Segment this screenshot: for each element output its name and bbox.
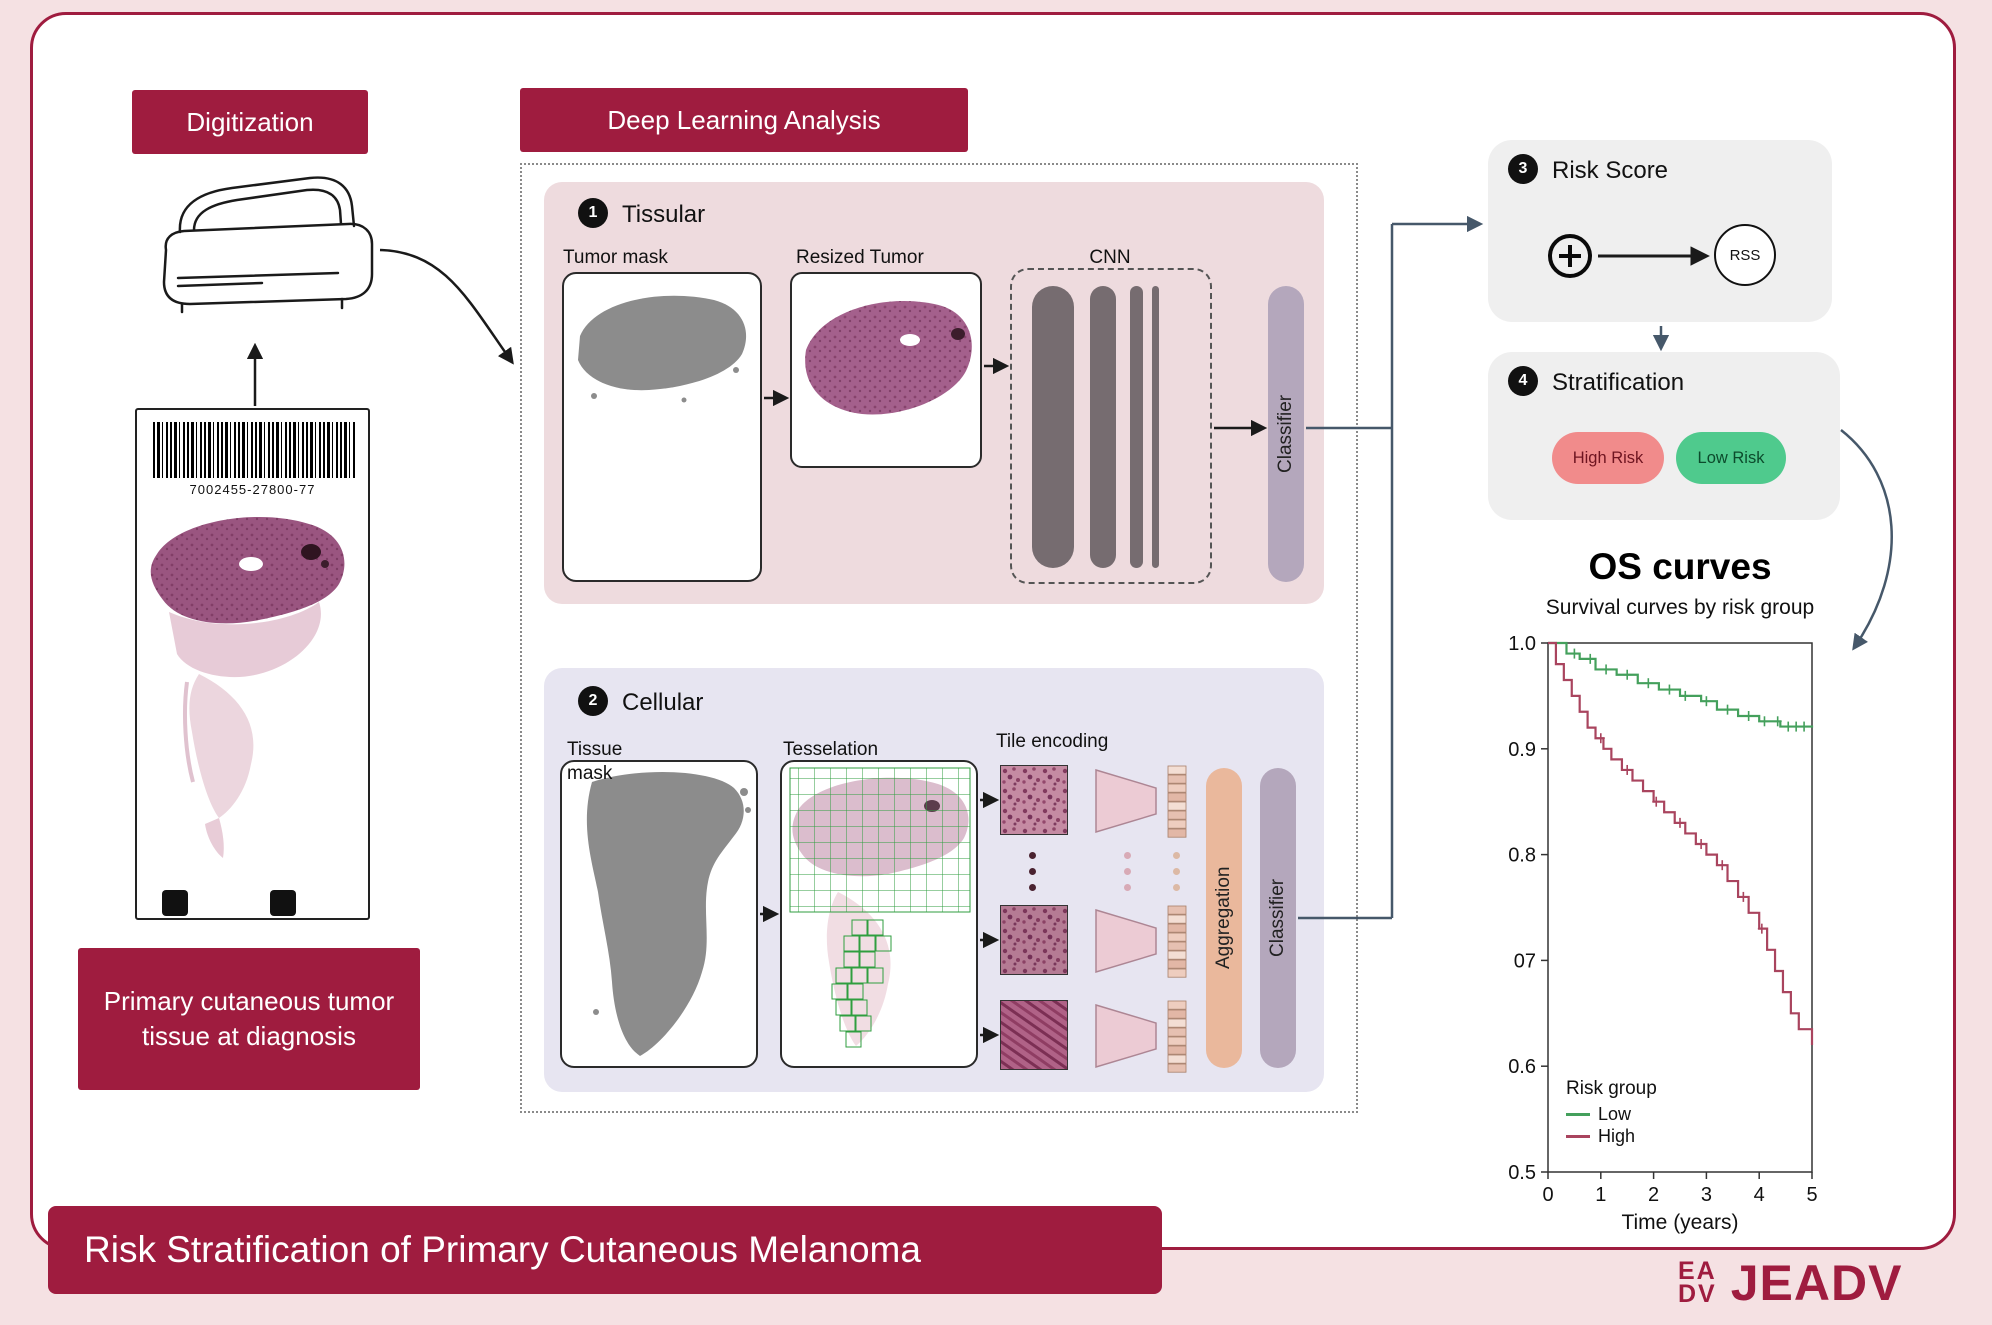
svg-text:3: 3 (1701, 1184, 1712, 1206)
risk-score-box (1488, 140, 1832, 322)
tile-image (1000, 905, 1068, 975)
svg-text:0.5: 0.5 (1508, 1162, 1536, 1184)
tesselation-label: Tesselation (783, 739, 879, 760)
cnn-box (1010, 268, 1212, 584)
tesselation-image (789, 767, 971, 1048)
tile-encoding-label: Tile encoding (996, 731, 1109, 752)
barcode (153, 422, 355, 478)
encoder-trapezoid-icon (1094, 768, 1160, 834)
eadv-monogram-bottom: DV (1678, 1280, 1717, 1308)
jeadv-logo: EA DV JEADV (1678, 1254, 1902, 1312)
digitization-title: Digitization (186, 106, 314, 137)
aggregation-bar: Aggregation (1206, 768, 1242, 1068)
svg-text:4: 4 (1754, 1184, 1765, 1206)
eadv-monogram: EA DV (1678, 1257, 1717, 1308)
step-4-badge: 4 (1508, 366, 1538, 396)
high-risk-label: High Risk (1572, 448, 1644, 467)
tumor-mask-box (562, 272, 762, 582)
legend-swatch-low (1566, 1112, 1590, 1116)
tissular-title: Tissular (622, 201, 706, 228)
ellipsis-dots-icon (1173, 852, 1180, 891)
high-risk-pill: High Risk (1552, 432, 1664, 484)
svg-text:2: 2 (1648, 1184, 1659, 1206)
cellular-classifier-bar: Classifier (1260, 768, 1296, 1068)
tissular-classifier-label: Classifier (1275, 394, 1296, 474)
cellular-classifier-label: Classifier (1267, 878, 1288, 958)
svg-text:1.0: 1.0 (1508, 633, 1536, 655)
tissue-mask-blob (586, 771, 751, 1056)
step-1-badge: 1 (578, 198, 608, 228)
cnn-layer-bar (1130, 286, 1143, 568)
cellular-title: Cellular (622, 689, 704, 716)
tesselation-box (780, 760, 978, 1068)
stratification-title: Stratification (1552, 369, 1685, 396)
slide-tab (270, 890, 296, 916)
specimen-caption: Primary cutaneous tumor tissue at diagno… (103, 985, 395, 1051)
chart-subtitle: Survival curves by risk group (1545, 596, 1815, 619)
main-title: Risk Stratification of Primary Cutaneous… (84, 1229, 921, 1270)
ellipsis-dots-icon (1029, 852, 1036, 891)
svg-text:0: 0 (1542, 1184, 1553, 1206)
legend-item-low: Low (1566, 1103, 1657, 1125)
svg-text:5: 5 (1806, 1184, 1817, 1206)
ellipsis-dots-icon (1124, 852, 1131, 891)
legend-swatch-high (1566, 1134, 1590, 1138)
cnn-layer-bar (1152, 286, 1159, 568)
low-risk-label: Low Risk (1697, 448, 1765, 467)
chart-title: OS curves (1588, 546, 1772, 587)
risk-score-title: Risk Score (1552, 157, 1669, 184)
resized-tumor-label: Resized Tumor (796, 247, 924, 268)
deep-learning-title: Deep Learning Analysis (607, 104, 881, 135)
plus-circle-icon (1544, 230, 1596, 282)
rss-label: RSS (1729, 246, 1761, 264)
legend-item-high: High (1566, 1125, 1657, 1147)
encoder-trapezoid-icon (1094, 1003, 1160, 1069)
legend-label-low: Low (1598, 1103, 1632, 1124)
tile-image (1000, 765, 1068, 835)
tile-image (1000, 1000, 1068, 1070)
svg-text:0.6: 0.6 (1508, 1056, 1536, 1078)
jeadv-wordmark: JEADV (1730, 1255, 1903, 1311)
encoder-trapezoid-icon (1094, 908, 1160, 974)
resized-tumor-image (805, 301, 972, 415)
feature-vector-icon (1166, 904, 1188, 980)
barcode-number: 7002455-27800-77 (189, 482, 316, 497)
eadv-monogram-top: EA (1678, 1257, 1717, 1285)
resized-tumor-box (790, 272, 982, 468)
slide-tab (162, 890, 188, 916)
chart-legend: Risk group Low High (1566, 1078, 1657, 1147)
svg-text:07: 07 (1514, 950, 1536, 972)
tumor-mask-blob (578, 295, 747, 403)
rss-circle: RSS (1714, 224, 1776, 286)
low-risk-pill: Low Risk (1676, 432, 1786, 484)
aggregation-label: Aggregation (1213, 866, 1234, 970)
deep-learning-container (520, 163, 1358, 1113)
tumor-mask-label: Tumor mask (563, 247, 668, 268)
svg-text:0.9: 0.9 (1508, 739, 1536, 761)
glass-slide: 7002455-27800-77 (135, 408, 370, 920)
cnn-layer-bar (1032, 286, 1074, 568)
legend-title: Risk group (1566, 1078, 1657, 1099)
step-3-badge: 3 (1508, 154, 1538, 184)
stratification-box (1488, 352, 1840, 520)
step-2-badge: 2 (578, 686, 608, 716)
feature-vector-icon (1166, 764, 1188, 840)
digitization-banner: Digitization (132, 90, 368, 154)
cnn-label: CNN (1089, 247, 1131, 268)
specimen-caption-banner: Primary cutaneous tumor tissue at diagno… (78, 948, 420, 1090)
main-title-banner: Risk Stratification of Primary Cutaneous… (48, 1206, 1162, 1294)
legend-label-high: High (1598, 1125, 1636, 1146)
svg-text:Time (years): Time (years) (1621, 1211, 1738, 1234)
feature-vector-icon (1166, 999, 1188, 1075)
tissular-classifier-bar: Classifier (1268, 286, 1304, 582)
svg-text:1: 1 (1595, 1184, 1606, 1206)
tissue-mask-box (560, 760, 758, 1068)
svg-text:0.8: 0.8 (1508, 845, 1536, 867)
deep-learning-banner: Deep Learning Analysis (520, 88, 968, 152)
tissue-mask-label: Tissue mask (567, 739, 623, 784)
tissue-image (139, 502, 366, 884)
scanner-icon (142, 162, 382, 337)
cnn-layer-bar (1090, 286, 1116, 568)
